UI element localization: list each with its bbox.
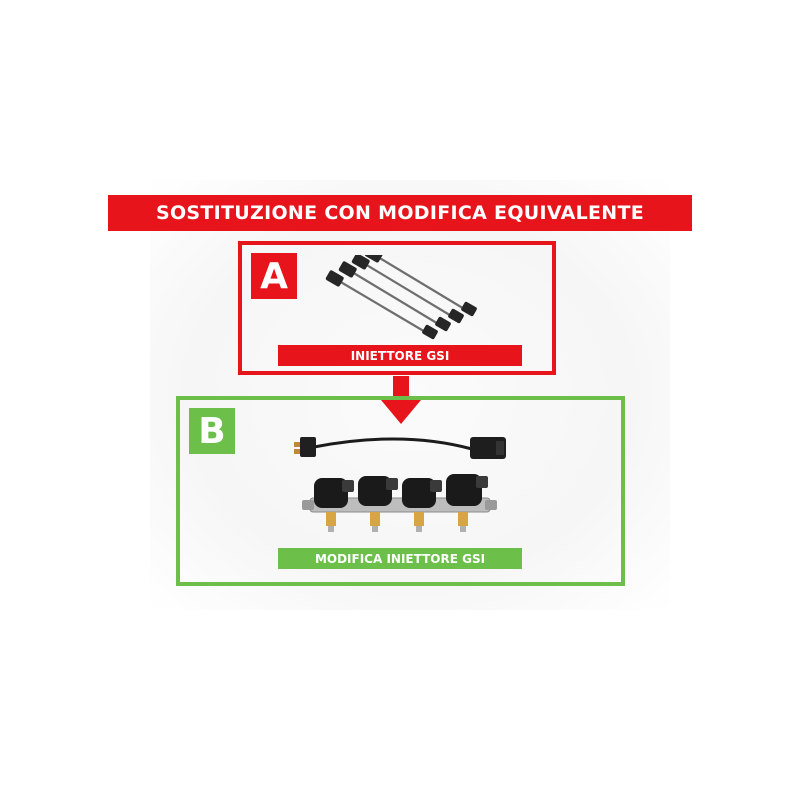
- adapter-cable-image: [294, 437, 506, 459]
- injector-rail-image: [302, 474, 497, 532]
- section-a-frame: [238, 241, 556, 375]
- section-b-badge: B: [189, 408, 235, 454]
- down-arrow-icon: [381, 376, 421, 424]
- title-banner: SOSTITUZIONE CON MODIFICA EQUIVALENTE: [108, 195, 692, 231]
- injector-cables-image: [325, 255, 477, 340]
- section-b-label: MODIFICA INIETTORE GSI: [278, 548, 522, 569]
- section-b-frame: [176, 396, 625, 586]
- product-background: [150, 180, 670, 610]
- section-a-label: INIETTORE GSI: [278, 345, 522, 366]
- section-a-label-text: INIETTORE GSI: [350, 348, 450, 363]
- section-b-label-text: MODIFICA INIETTORE GSI: [314, 551, 486, 566]
- section-a-badge: A: [251, 253, 297, 299]
- title-text: SOSTITUZIONE CON MODIFICA EQUIVALENTE: [155, 202, 645, 224]
